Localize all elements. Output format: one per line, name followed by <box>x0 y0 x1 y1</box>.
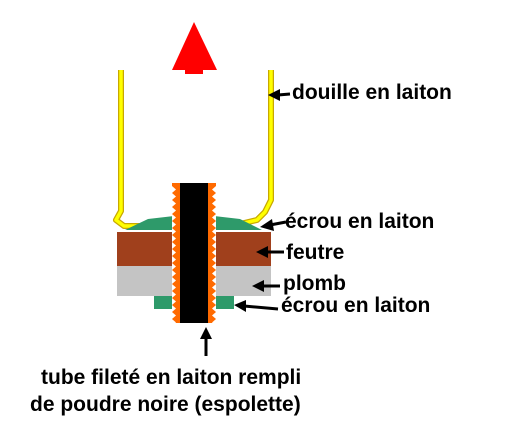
label-feutre: feutre <box>286 241 345 264</box>
label-ecrou-bas: écrou en laiton <box>281 294 431 317</box>
label-ecrou-haut: écrou en laiton <box>285 210 435 233</box>
threaded-tube-espolette <box>172 183 216 326</box>
upward-arrow-icon <box>172 22 217 74</box>
brass-case-douille <box>113 70 274 229</box>
label-plomb: plomb <box>283 272 346 295</box>
label-douille: douille en laiton <box>292 81 452 104</box>
label-tube-line2: de poudre noire (espolette) <box>30 393 301 416</box>
label-tube-line1: tube fileté en laiton rempli <box>41 366 302 389</box>
pointer-arrows <box>200 89 291 356</box>
